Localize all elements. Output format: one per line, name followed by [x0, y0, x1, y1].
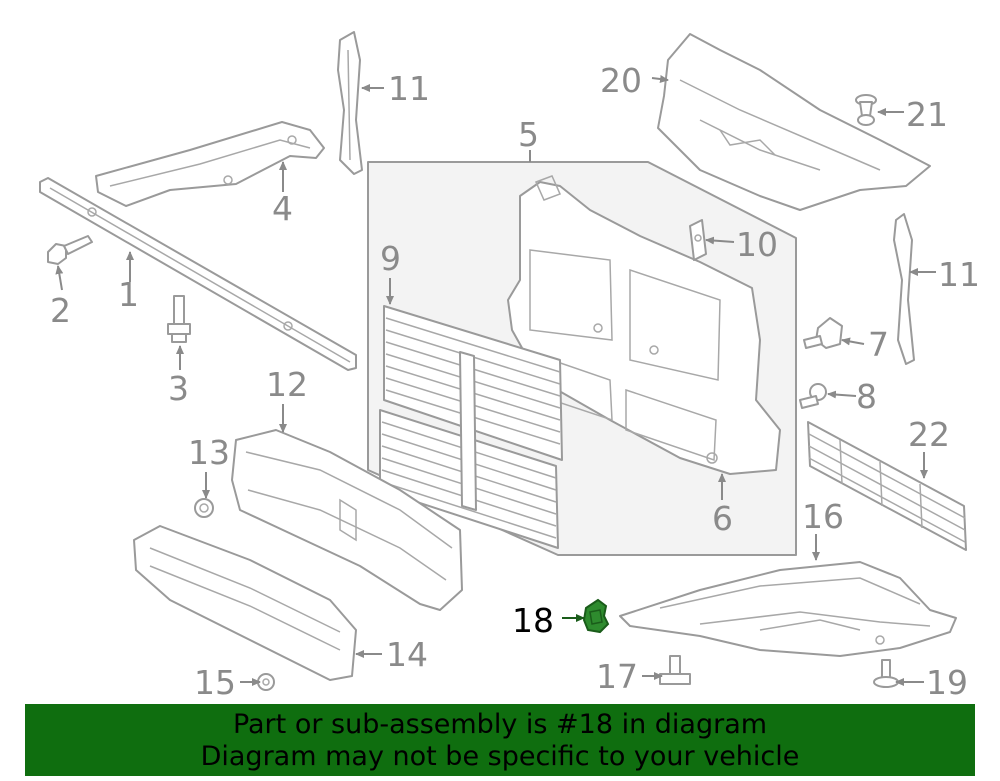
part-7-clip — [803, 317, 843, 349]
part-16-undertray — [619, 561, 957, 657]
part-21-clip — [855, 94, 877, 126]
callout-8: 8 — [856, 377, 877, 416]
callout-12: 12 — [266, 365, 308, 404]
callout-14: 14 — [386, 635, 428, 674]
callout-18-highlighted: 18 — [512, 601, 554, 640]
callout-5: 5 — [518, 115, 539, 154]
callout-6: 6 — [712, 499, 733, 538]
banner-line-2: Diagram may not be specific to your vehi… — [200, 741, 800, 772]
banner-line-1: Part or sub-assembly is #18 in diagram — [232, 709, 768, 740]
callout-16: 16 — [802, 497, 844, 536]
callout-labels: 1 2 3 4 5 6 7 8 9 10 11 11 12 13 14 15 1… — [50, 61, 980, 700]
part-2-bolt — [47, 235, 93, 265]
part-8-clip — [799, 383, 827, 409]
leader-lines — [55, 75, 936, 686]
callout-9: 9 — [380, 239, 401, 278]
part-6-radiator-support — [507, 175, 781, 475]
part-14-lower-deflector — [133, 525, 357, 681]
callout-1: 1 — [118, 275, 139, 314]
callout-7: 7 — [868, 325, 889, 364]
callout-11-right: 11 — [938, 255, 980, 294]
part-9-grille-shutter — [379, 305, 563, 549]
part-17-bolt — [659, 655, 691, 685]
part-18-highlighted-clip — [582, 598, 610, 634]
callout-3: 3 — [168, 369, 189, 408]
callout-22: 22 — [908, 415, 950, 454]
callout-15: 15 — [194, 663, 236, 700]
part-15-clip — [257, 673, 275, 691]
callout-11-left: 11 — [388, 69, 430, 108]
callout-17: 17 — [596, 657, 638, 696]
callout-10: 10 — [736, 225, 778, 264]
part-3-stud — [167, 295, 191, 343]
part-11-left-bracket — [337, 31, 363, 175]
callout-19: 19 — [926, 663, 968, 700]
callout-4: 4 — [272, 189, 293, 228]
part-4-bracket — [95, 121, 325, 207]
part-20-upper-cover — [657, 33, 931, 211]
part-12-air-deflector — [231, 429, 463, 611]
callout-20: 20 — [600, 61, 642, 100]
part-19-push-pin — [873, 659, 899, 688]
parts-diagram: 1 2 3 4 5 6 7 8 9 10 11 11 12 13 14 15 1… — [39, 31, 980, 700]
part-10-bracket — [689, 219, 707, 261]
part-11-right-bracket — [893, 213, 915, 365]
part-1-tie-bar — [39, 177, 357, 371]
info-banner: Part or sub-assembly is #18 in diagram D… — [25, 704, 975, 776]
callout-13: 13 — [188, 433, 230, 472]
part-22-lower-grille — [807, 421, 967, 551]
callout-2: 2 — [50, 291, 71, 330]
callout-21: 21 — [906, 95, 948, 134]
part-13-clip — [194, 498, 214, 518]
